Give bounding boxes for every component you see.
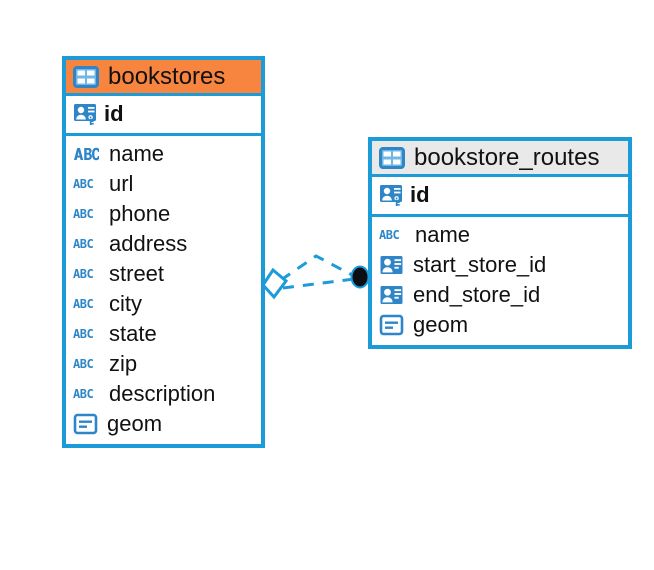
open-diamond-icon bbox=[261, 267, 289, 300]
field-row-url[interactable]: ABC url bbox=[66, 169, 261, 199]
field-label: id bbox=[104, 101, 124, 127]
field-section: name ABC url ABC phone ABC address bbox=[66, 136, 261, 444]
geometry-icon bbox=[73, 413, 99, 435]
field-label: name bbox=[415, 222, 471, 248]
field-label: geom bbox=[107, 411, 163, 437]
field-label: start_store_id bbox=[413, 252, 547, 278]
field-row-name[interactable]: ABC name bbox=[372, 220, 628, 250]
field-label: name bbox=[109, 141, 165, 167]
abc-glyph: ABC bbox=[379, 228, 400, 243]
entity-bookstores[interactable]: bookstores bbox=[62, 56, 265, 449]
entity-title: bookstore_routes bbox=[414, 144, 600, 171]
field-label: geom bbox=[413, 312, 469, 338]
field-label: url bbox=[109, 171, 134, 197]
field-label: id bbox=[410, 182, 430, 208]
abc-glyph: ABC bbox=[73, 327, 94, 342]
primary-key-icon bbox=[73, 102, 99, 126]
text-abc-icon: ABC bbox=[73, 173, 101, 195]
relationship-line-upper bbox=[280, 254, 357, 282]
field-row-street[interactable]: ABC street bbox=[66, 259, 261, 289]
entity-header-bookstores[interactable]: bookstores bbox=[66, 60, 261, 97]
field-label: city bbox=[109, 291, 142, 317]
abc-glyph: ABC bbox=[73, 387, 94, 402]
foreign-key-icon bbox=[379, 254, 405, 276]
field-row-state[interactable]: ABC state bbox=[66, 319, 261, 349]
text-abc-icon: ABC bbox=[73, 263, 101, 285]
abc-glyph: ABC bbox=[73, 267, 94, 282]
relationship-line-lower bbox=[282, 277, 355, 290]
filled-circle-icon bbox=[350, 265, 370, 289]
field-label: end_store_id bbox=[413, 282, 541, 308]
abc-glyph: ABC bbox=[73, 357, 94, 372]
primary-key-section: id bbox=[372, 177, 628, 218]
text-abc-icon: ABC bbox=[379, 224, 407, 246]
table-icon bbox=[379, 146, 405, 169]
field-row-geom[interactable]: geom bbox=[66, 409, 261, 439]
abc-glyph: ABC bbox=[73, 207, 94, 222]
field-row-city[interactable]: ABC city bbox=[66, 289, 261, 319]
text-abc-icon: ABC bbox=[73, 203, 101, 225]
field-row-end-store-id[interactable]: end_store_id bbox=[372, 280, 628, 310]
primary-key-icon bbox=[379, 183, 405, 207]
field-row-primary-key[interactable]: id bbox=[66, 99, 261, 129]
field-label: zip bbox=[109, 351, 138, 377]
field-row-phone[interactable]: ABC phone bbox=[66, 199, 261, 229]
field-section: ABC name start_store_id bbox=[372, 217, 628, 345]
abc-glyph: ABC bbox=[73, 177, 94, 192]
text-abc-icon bbox=[73, 143, 101, 165]
field-label: state bbox=[109, 321, 157, 347]
field-row-geom[interactable]: geom bbox=[372, 310, 628, 340]
primary-key-section: id bbox=[66, 96, 261, 137]
field-label: phone bbox=[109, 201, 171, 227]
text-abc-icon: ABC bbox=[73, 293, 101, 315]
field-label: address bbox=[109, 231, 188, 257]
field-row-zip[interactable]: ABC zip bbox=[66, 349, 261, 379]
field-row-name[interactable]: name bbox=[66, 139, 261, 169]
abc-glyph: ABC bbox=[73, 297, 94, 312]
abc-glyph: ABC bbox=[73, 237, 94, 252]
entity-title: bookstores bbox=[108, 63, 226, 90]
table-icon bbox=[73, 65, 99, 88]
field-row-start-store-id[interactable]: start_store_id bbox=[372, 250, 628, 280]
entity-header-bookstore-routes[interactable]: bookstore_routes bbox=[372, 141, 628, 178]
text-abc-icon: ABC bbox=[73, 323, 101, 345]
field-row-description[interactable]: ABC description bbox=[66, 379, 261, 409]
foreign-key-icon bbox=[379, 284, 405, 306]
field-label: street bbox=[109, 261, 165, 287]
field-row-primary-key[interactable]: id bbox=[372, 180, 628, 210]
entity-bookstore-routes[interactable]: bookstore_routes bbox=[368, 137, 632, 350]
geometry-icon bbox=[379, 314, 405, 336]
field-row-address[interactable]: ABC address bbox=[66, 229, 261, 259]
text-abc-icon: ABC bbox=[73, 353, 101, 375]
text-abc-icon: ABC bbox=[73, 383, 101, 405]
text-abc-icon: ABC bbox=[73, 233, 101, 255]
field-label: description bbox=[109, 381, 216, 407]
